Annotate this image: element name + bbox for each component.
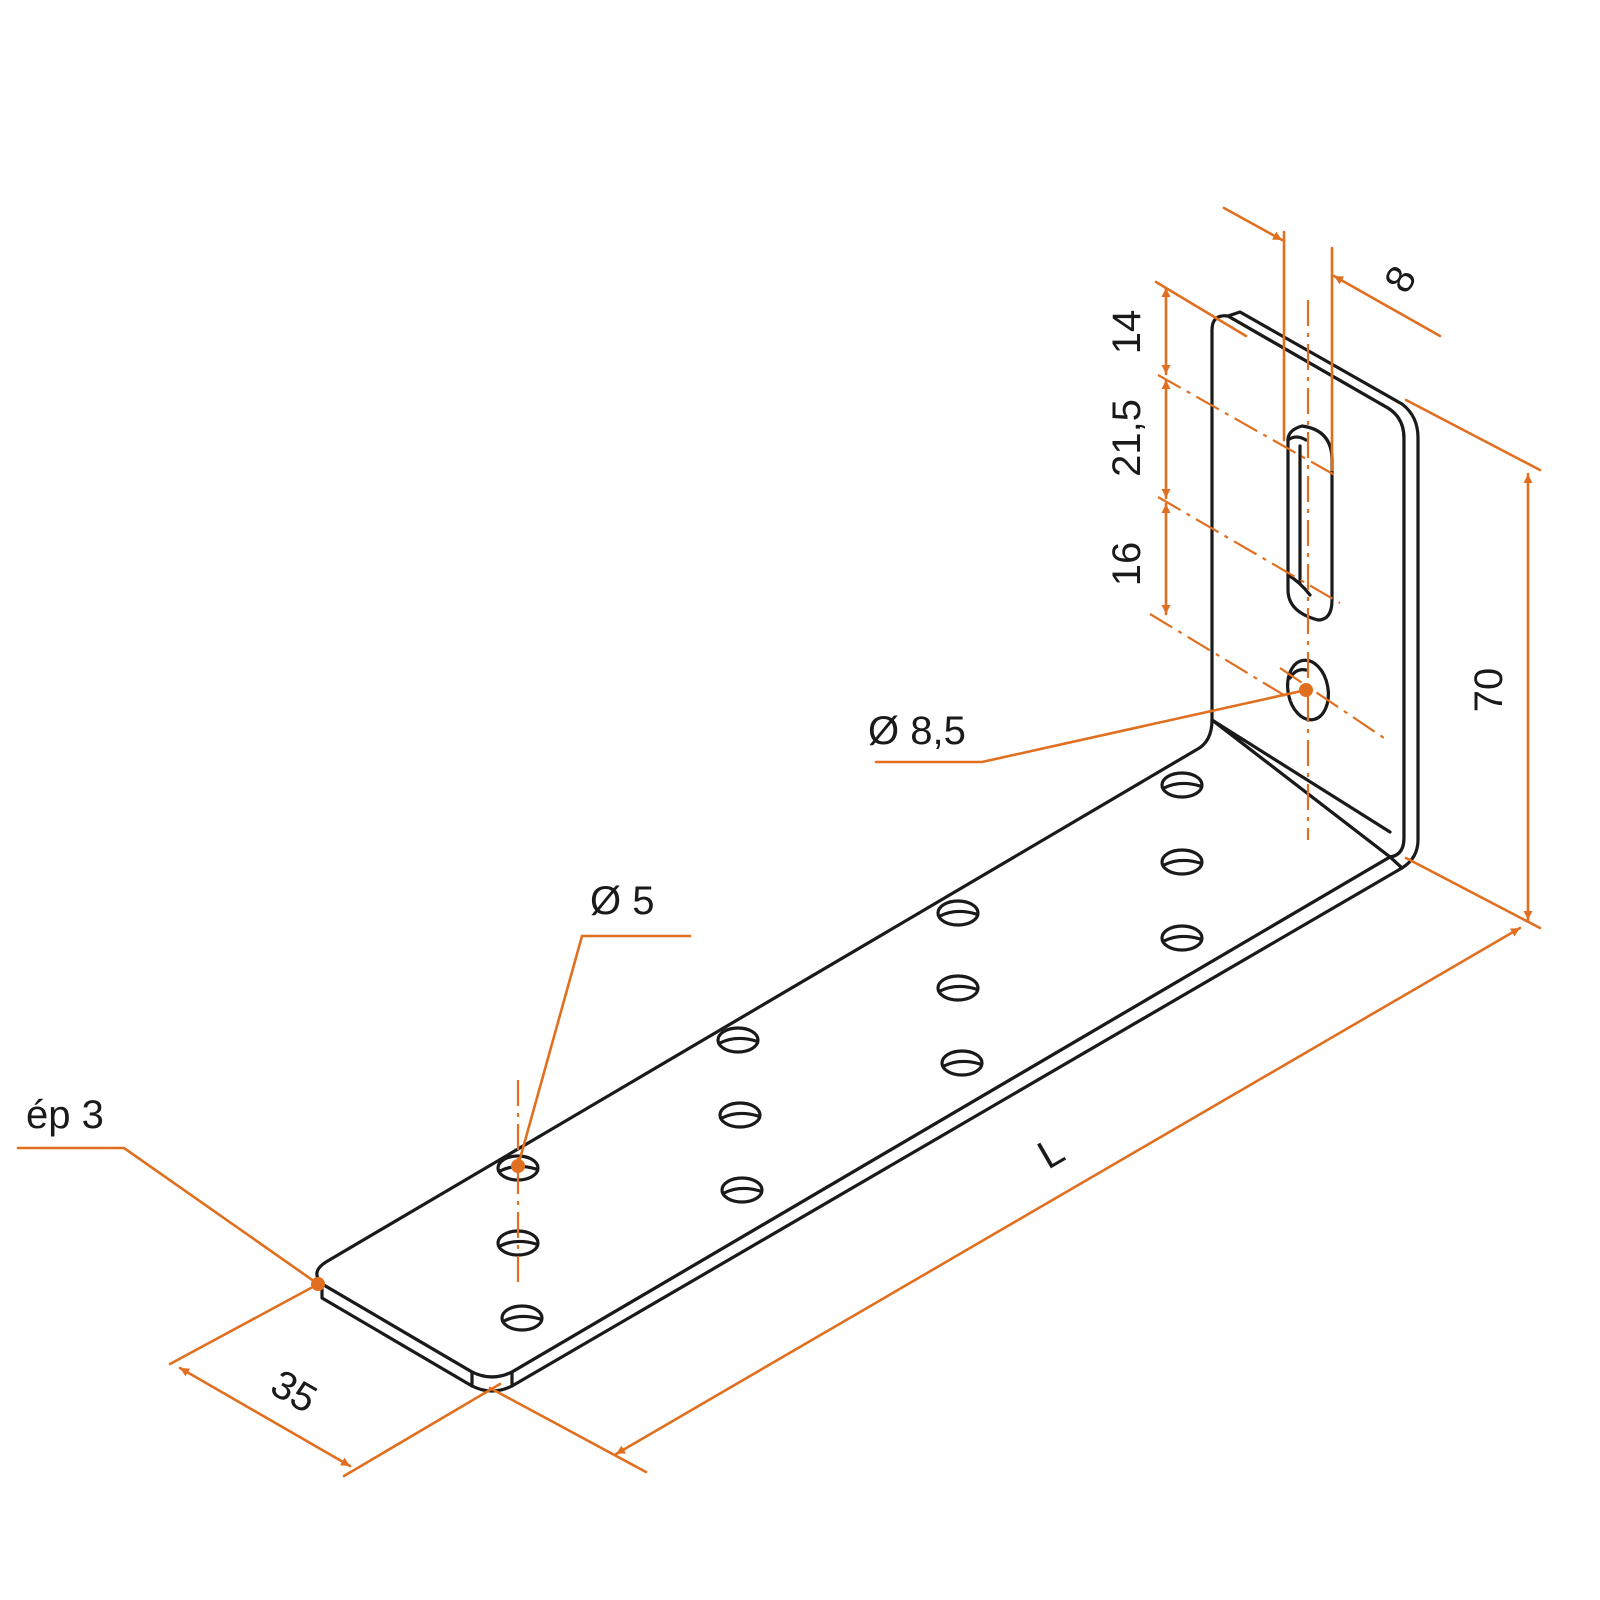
small-hole: [500, 1304, 544, 1332]
slot-length-label: 21,5: [1105, 399, 1149, 477]
small-hole: [718, 1101, 762, 1129]
small-hole: [1160, 924, 1204, 952]
leader-dot: [511, 1159, 525, 1173]
small-hole: [1160, 848, 1204, 876]
leader-hole-large: [874, 688, 1308, 764]
small-hole: [1160, 771, 1204, 799]
small-hole: [716, 1026, 760, 1054]
horizontal-plate: [315, 718, 1392, 1379]
extension-line: [1404, 856, 1542, 930]
hole-large-label: Ø 8,5: [868, 709, 966, 753]
extension-line: [1157, 374, 1341, 479]
small-hole: [936, 974, 980, 1002]
dimensions: [16, 206, 1542, 1478]
leader-hole-small: [516, 934, 692, 1168]
extension-line: [1157, 496, 1341, 604]
bend-line: [1210, 718, 1392, 834]
dim-arrow-8-left: [1222, 206, 1284, 242]
horizontal-plate-edge: [320, 855, 1404, 1393]
bracket-part: [315, 310, 1420, 1393]
extension-line: [342, 1382, 502, 1478]
thickness-label: ép 3: [26, 1093, 104, 1137]
slot: [1286, 424, 1334, 622]
dim-line-35: [178, 1366, 352, 1468]
length-label: L: [1031, 1129, 1072, 1178]
hole-small-label: Ø 5: [590, 879, 654, 923]
dim-line-L: [614, 926, 1522, 1456]
slot-top-label: 14: [1105, 310, 1149, 355]
small-hole: [936, 899, 980, 927]
slot-width-label: 8: [1376, 259, 1425, 300]
slot-bottom-label: 16: [1105, 542, 1149, 587]
leader-dot: [1299, 683, 1313, 697]
extension-line: [1154, 280, 1248, 338]
leader-thickness: [16, 1146, 320, 1286]
small-hole: [940, 1049, 984, 1077]
extension-line: [1149, 613, 1293, 701]
leader-dot: [311, 1277, 325, 1291]
extension-line: [488, 1386, 648, 1474]
extension-line: [168, 1280, 324, 1366]
extension-line: [1404, 398, 1542, 472]
height-label: 70: [1467, 668, 1511, 713]
hole-cross-line: [1279, 667, 1385, 739]
width-label: 35: [264, 1362, 325, 1422]
small-hole: [720, 1176, 764, 1204]
dim-arrow-8-right: [1332, 274, 1442, 338]
labels: ép 3 Ø 5 Ø 8,5 35 L 70 14 21,5 16 8: [26, 259, 1511, 1422]
